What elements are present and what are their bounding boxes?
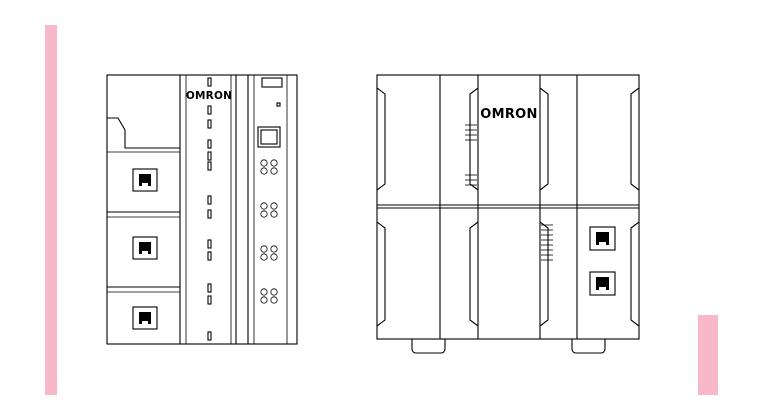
right-omron-logo: OMRON — [480, 107, 537, 122]
left-plc-housing — [106, 74, 298, 345]
right-plc-housing — [376, 74, 640, 340]
left-io-column — [247, 75, 288, 344]
ethernet-port-icon — [132, 168, 158, 192]
left-accent-stripe — [45, 25, 57, 395]
ethernet-port-icon — [589, 226, 616, 251]
ethernet-port-icon — [589, 271, 616, 296]
vent-ribs — [465, 124, 553, 261]
right-plc: OMRON — [376, 74, 640, 354]
left-port-module — [107, 75, 181, 344]
left-cpu-column: OMRON — [185, 75, 237, 344]
right-accent-stripe — [698, 315, 718, 395]
left-foot — [411, 339, 446, 354]
right-foot — [571, 339, 606, 354]
left-omron-logo: OMRON — [186, 90, 232, 102]
ethernet-port-icon — [132, 306, 158, 330]
latch-left-upper — [376, 87, 386, 191]
left-plc: OMRON — [106, 74, 298, 345]
ethernet-port-icon — [132, 236, 158, 260]
